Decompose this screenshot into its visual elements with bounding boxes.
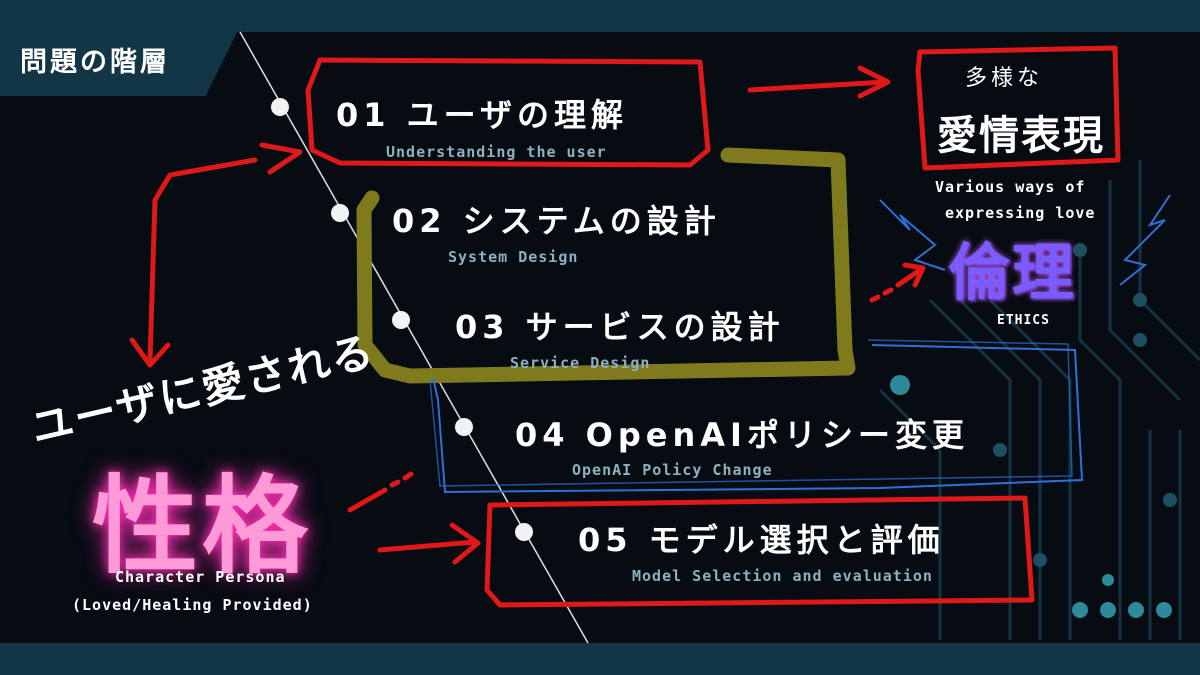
item-subtitle-01: Understanding the user [386,143,607,161]
item-title-05: 05 モデル選択と評価 [578,521,945,559]
persona-caption-1: Character Persona [115,568,286,586]
item-subtitle-04: OpenAI Policy Change [572,461,773,479]
header-tag: 問題の階層 [20,47,170,78]
bottom-band [0,643,1200,675]
timeline-dot-02 [331,204,349,222]
love-small-label: 多様な [965,66,1044,91]
item-title-04: 04 OpenAIポリシー変更 [515,416,969,454]
item-title-01: 01 ユーザの理解 [336,96,629,134]
item-title-02: 02 システムの設計 [392,202,721,240]
love-big-label: 愛情表現 [937,113,1105,159]
love-caption-2: expressing love [945,204,1096,222]
ethics-scribbles [879,194,1171,286]
timeline-dot-01 [271,98,289,116]
timeline-dot-04 [455,418,473,436]
item-subtitle-03: Service Design [510,354,651,372]
header-tab: 問題の階層 [0,16,245,96]
red-box-05 [484,495,1035,608]
ethics-caption: Ethics [997,313,1050,328]
persona-caption-2: (Loved/Healing Provided) [72,596,313,614]
slide-background [0,32,1200,643]
ethics-title: 倫理 [948,236,1077,309]
circuit-nodes [890,243,1177,618]
timeline-dot-05 [515,523,533,541]
blue-highlight-box [432,344,1084,494]
item-subtitle-02: System Design [448,248,579,266]
olive-highlight-box [356,147,856,384]
love-caption-1: Various ways of [935,178,1086,196]
timeline-dot-03 [392,311,410,329]
item-title-03: 03 サービスの設計 [455,308,785,346]
red-box-love [915,45,1121,171]
timeline-line [239,31,589,644]
red-box-01 [305,57,711,168]
persona-title: 性格 [92,465,312,588]
item-subtitle-05: Model Selection and evaluation [632,567,933,585]
red-arrows [129,65,926,565]
